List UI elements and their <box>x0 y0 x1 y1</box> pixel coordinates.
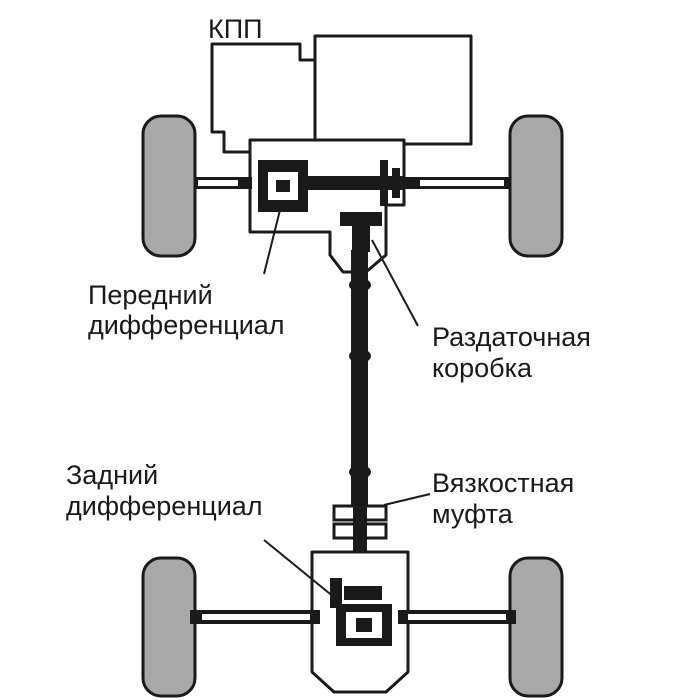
front-half-shafts <box>188 160 516 206</box>
front-differential-label-line2: дифференциал <box>88 310 285 340</box>
tires <box>141 114 564 698</box>
front-right-tire <box>508 114 564 258</box>
rear-half-shafts <box>190 610 516 624</box>
transfer-case-leader <box>371 239 419 327</box>
propeller-shaft <box>349 250 371 510</box>
transfer-case <box>340 212 382 252</box>
transfer-case-label-line1: Раздаточная <box>432 322 591 352</box>
rear-differential-label-line1: Задний <box>66 460 159 490</box>
viscous-coupling-label-line1: Вязкостная <box>432 468 575 498</box>
front-differential <box>258 160 308 212</box>
viscous-coupling-label-line2: муфта <box>432 499 513 529</box>
front-differential-label-line1: Передний <box>88 280 213 310</box>
transfer-case-label-line2: коробка <box>432 353 533 383</box>
rear-diff-leader <box>263 539 341 603</box>
front-left-tire <box>141 114 197 258</box>
coupling-leader <box>383 493 431 506</box>
front-diff-leader <box>263 209 281 275</box>
rear-differential-label-line2: дифференциал <box>66 491 263 521</box>
viscous-coupling <box>332 498 388 556</box>
gearbox-label: КПП <box>208 14 263 44</box>
leader-lines <box>263 209 431 603</box>
rear-differential <box>330 578 392 646</box>
gearbox <box>210 34 473 154</box>
rear-left-tire <box>141 556 197 698</box>
rear-right-tire <box>508 556 564 698</box>
